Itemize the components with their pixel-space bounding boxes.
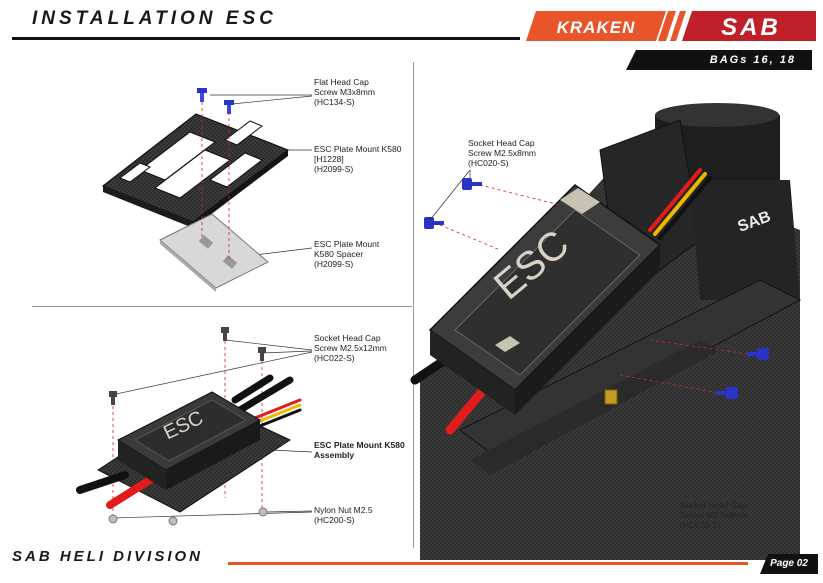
right-installed-view: SAB ESC bbox=[410, 103, 802, 560]
section-divider-horizontal bbox=[32, 306, 412, 307]
footer-division: SAB HELI DIVISION bbox=[12, 548, 204, 565]
bags-badge: BAGs 16, 18 bbox=[626, 50, 812, 70]
label-line: K580 Spacer bbox=[314, 249, 364, 259]
esc-plate-spacer bbox=[159, 213, 269, 292]
brand-logo-graphic: KRAKEN SAB bbox=[526, 11, 816, 41]
label-socket-screw-12: Socket Head Cap Screw M2.5x12mm (HC022-S… bbox=[314, 333, 387, 363]
label-line: ESC Plate Mount bbox=[314, 239, 380, 249]
label-line: (HC020-S) bbox=[680, 520, 721, 530]
label-line: Socket Head Cap bbox=[468, 138, 535, 148]
label-line: (H2099-S) bbox=[314, 259, 354, 269]
label-socket-screw-8-top: Socket Head Cap Screw M2.5x8mm (HC020-S) bbox=[468, 138, 536, 168]
title-rule bbox=[12, 37, 520, 40]
label-spacer: ESC Plate Mount K580 Spacer (H2099-S) bbox=[314, 239, 379, 269]
label-line: (H2099-S) bbox=[314, 164, 354, 174]
esc-plate-mount bbox=[101, 113, 290, 228]
label-line: (HC022-S) bbox=[314, 353, 355, 363]
label-line: Socket Head Cap bbox=[314, 333, 381, 343]
flat-head-screw bbox=[197, 88, 234, 114]
label-line: Screw M3x8mm bbox=[314, 87, 375, 97]
label-plate-mount: ESC Plate Mount K580 [H1228] (H2099-S) bbox=[314, 144, 401, 174]
label-line: (HC200-S) bbox=[314, 515, 355, 525]
label-line: ESC Plate Mount K580 bbox=[314, 440, 405, 450]
bottom-left-assembly: ESC bbox=[76, 327, 313, 526]
label-line: (HC134-S) bbox=[314, 97, 355, 107]
page-number: Page 02 bbox=[760, 554, 818, 574]
label-flat-head-screw: Flat Head Cap Screw M3x8mm (HC134-S) bbox=[314, 77, 375, 107]
nylon-nut bbox=[108, 507, 268, 526]
brand-kraken: KRAKEN bbox=[557, 18, 636, 37]
label-line: ESC Plate Mount K580 bbox=[314, 144, 402, 154]
socket-head-screw-installed bbox=[424, 178, 769, 399]
label-nylon-nut: Nylon Nut M2.5 (HC200-S) bbox=[314, 505, 373, 525]
label-line: Assembly bbox=[314, 450, 355, 460]
top-left-exploded-view bbox=[101, 88, 313, 292]
label-line: Screw M2.5x8mm bbox=[680, 510, 749, 520]
label-line: (HC020-S) bbox=[468, 158, 509, 168]
label-line: Screw M2.5x8mm bbox=[468, 148, 537, 158]
esc-unit: ESC bbox=[116, 391, 262, 490]
esc-unit-installed: ESC bbox=[428, 184, 662, 415]
label-line: Socket Head Cap bbox=[680, 500, 747, 510]
footer-accent-bar bbox=[228, 562, 748, 565]
label-socket-screw-8-bottom: Socket Head Cap Screw M2.5x8mm (HC020-S) bbox=[680, 500, 748, 530]
page-title: INSTALLATION ESC bbox=[32, 8, 277, 29]
label-line: Flat Head Cap bbox=[314, 77, 369, 87]
brand-logo: KRAKEN SAB bbox=[526, 9, 816, 43]
label-line: Nylon Nut M2.5 bbox=[314, 505, 373, 515]
label-line: Screw M2.5x12mm bbox=[314, 343, 387, 353]
section-divider-vertical bbox=[413, 62, 414, 548]
socket-head-screw bbox=[109, 327, 266, 405]
label-line: [H1228] bbox=[314, 154, 344, 164]
label-plate-assembly: ESC Plate Mount K580 Assembly bbox=[314, 440, 405, 460]
brand-sab: SAB bbox=[721, 14, 781, 41]
